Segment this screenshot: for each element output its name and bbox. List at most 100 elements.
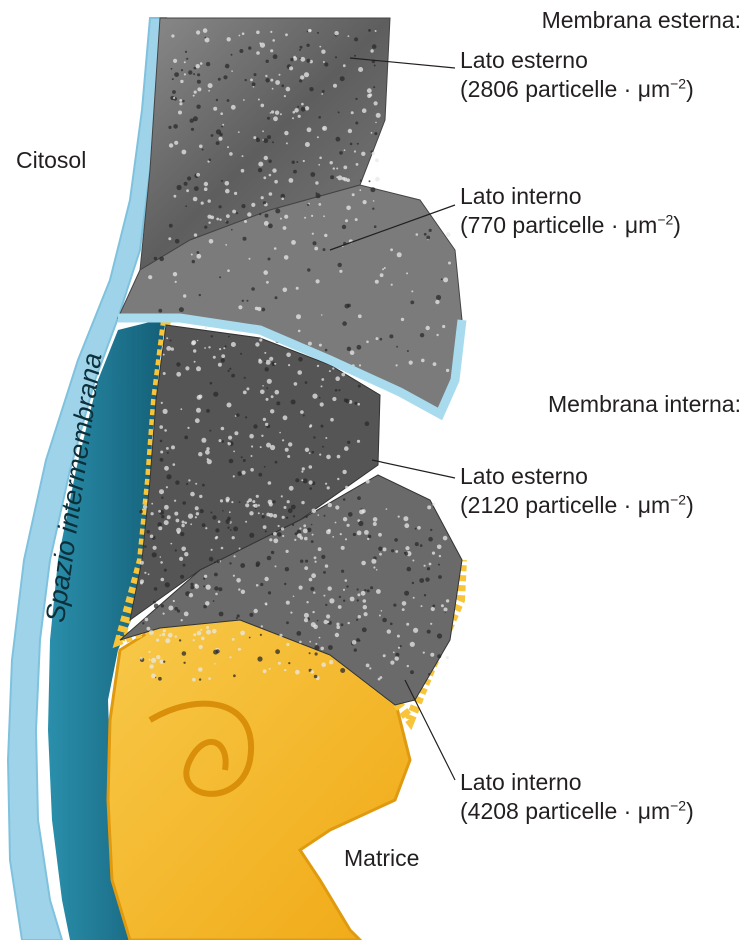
membrane-particle: [231, 501, 233, 503]
membrane-particle: [161, 402, 163, 404]
membrane-particle: [158, 510, 161, 513]
membrane-particle: [300, 46, 303, 49]
membrane-particle: [166, 486, 168, 488]
membrane-particle: [281, 197, 284, 200]
membrane-particle: [215, 537, 218, 540]
membrane-particle: [184, 73, 186, 75]
membrane-particle: [372, 152, 375, 155]
membrane-particle: [406, 272, 408, 274]
membrane-particle: [237, 471, 242, 476]
membrane-particle: [196, 366, 201, 371]
membrane-particle: [262, 130, 264, 132]
membrane-particle: [228, 336, 230, 338]
membrane-particle: [227, 99, 230, 102]
membrane-particle: [269, 513, 273, 517]
membrane-particle: [313, 241, 317, 245]
membrane-particle: [205, 601, 210, 606]
membrane-particle: [200, 629, 202, 631]
membrane-particle: [166, 474, 171, 479]
membrane-particle: [263, 525, 267, 529]
membrane-particle: [432, 605, 435, 608]
membrane-particle: [428, 537, 433, 542]
membrane-particle: [140, 582, 143, 585]
membrane-particle: [318, 547, 322, 551]
membrane-particle: [188, 514, 193, 519]
membrane-particle: [216, 99, 218, 101]
membrane-particle: [282, 439, 284, 441]
inner-internal-side-name: Lato interno: [460, 768, 694, 797]
membrane-particle: [275, 296, 278, 299]
membrane-particle: [184, 612, 189, 617]
membrane-particle: [319, 454, 321, 456]
membrane-particle: [201, 202, 204, 205]
membrane-particle: [347, 347, 351, 351]
membrane-particle: [272, 39, 275, 42]
membrane-particle: [176, 372, 181, 377]
membrane-particle: [376, 337, 379, 340]
membrane-particle: [357, 143, 359, 145]
membrane-particle: [216, 218, 219, 221]
membrane-particle: [250, 468, 254, 472]
membrane-particle: [264, 577, 268, 581]
membrane-particle: [386, 508, 388, 510]
membrane-particle: [332, 367, 334, 369]
membrane-particle: [407, 567, 412, 572]
membrane-particle: [340, 76, 345, 81]
membrane-particle: [258, 504, 260, 506]
membrane-particle: [221, 547, 224, 550]
membrane-particle: [237, 614, 240, 617]
membrane-particle: [207, 458, 209, 460]
membrane-particle: [190, 492, 195, 497]
membrane-particle: [182, 521, 185, 524]
membrane-particle: [233, 575, 235, 577]
membrane-particle: [297, 106, 299, 108]
membrane-particle: [266, 398, 269, 401]
membrane-particle: [175, 239, 180, 244]
membrane-particle: [187, 427, 189, 429]
membrane-particle: [330, 161, 333, 164]
membrane-particle: [317, 620, 319, 622]
membrane-particle: [171, 445, 175, 449]
membrane-particle: [171, 347, 174, 350]
membrane-particle: [219, 137, 223, 141]
membrane-particle: [329, 660, 333, 664]
membrane-particle: [253, 136, 256, 139]
membrane-particle: [310, 587, 314, 591]
membrane-particle: [251, 287, 255, 291]
membrane-particle: [163, 354, 165, 356]
membrane-particle: [177, 185, 182, 190]
membrane-particle: [363, 599, 367, 603]
membrane-particle: [286, 353, 291, 358]
membrane-particle: [325, 483, 327, 485]
membrane-particle: [323, 571, 326, 574]
membrane-particle: [309, 652, 311, 654]
membrane-particle: [267, 117, 270, 120]
membrane-particle: [191, 254, 193, 256]
membrane-particle: [163, 372, 166, 375]
membrane-particle: [167, 452, 169, 454]
membrane-particle: [278, 662, 281, 665]
membrane-particle: [185, 205, 187, 207]
membrane-particle: [193, 639, 195, 641]
membrane-particle: [187, 176, 191, 180]
membrane-particle: [324, 234, 327, 237]
membrane-particle: [151, 503, 153, 505]
membrane-particle: [182, 150, 187, 155]
membrane-particle: [350, 597, 355, 602]
membrane-particle: [375, 122, 377, 124]
membrane-particle: [358, 314, 362, 318]
membrane-particle: [261, 625, 263, 627]
membrane-particle: [205, 527, 207, 529]
membrane-particle: [272, 168, 276, 172]
membrane-particle: [390, 248, 393, 251]
membrane-particle: [154, 257, 157, 260]
membrane-particle: [387, 629, 391, 633]
membrane-particle: [206, 409, 210, 413]
membrane-particle: [181, 69, 183, 71]
membrane-particle: [282, 516, 285, 519]
membrane-particle: [269, 668, 271, 670]
membrane-particle: [234, 555, 236, 557]
membrane-particle: [214, 586, 218, 590]
membrane-particle: [409, 361, 413, 365]
membrane-particle: [275, 649, 280, 654]
